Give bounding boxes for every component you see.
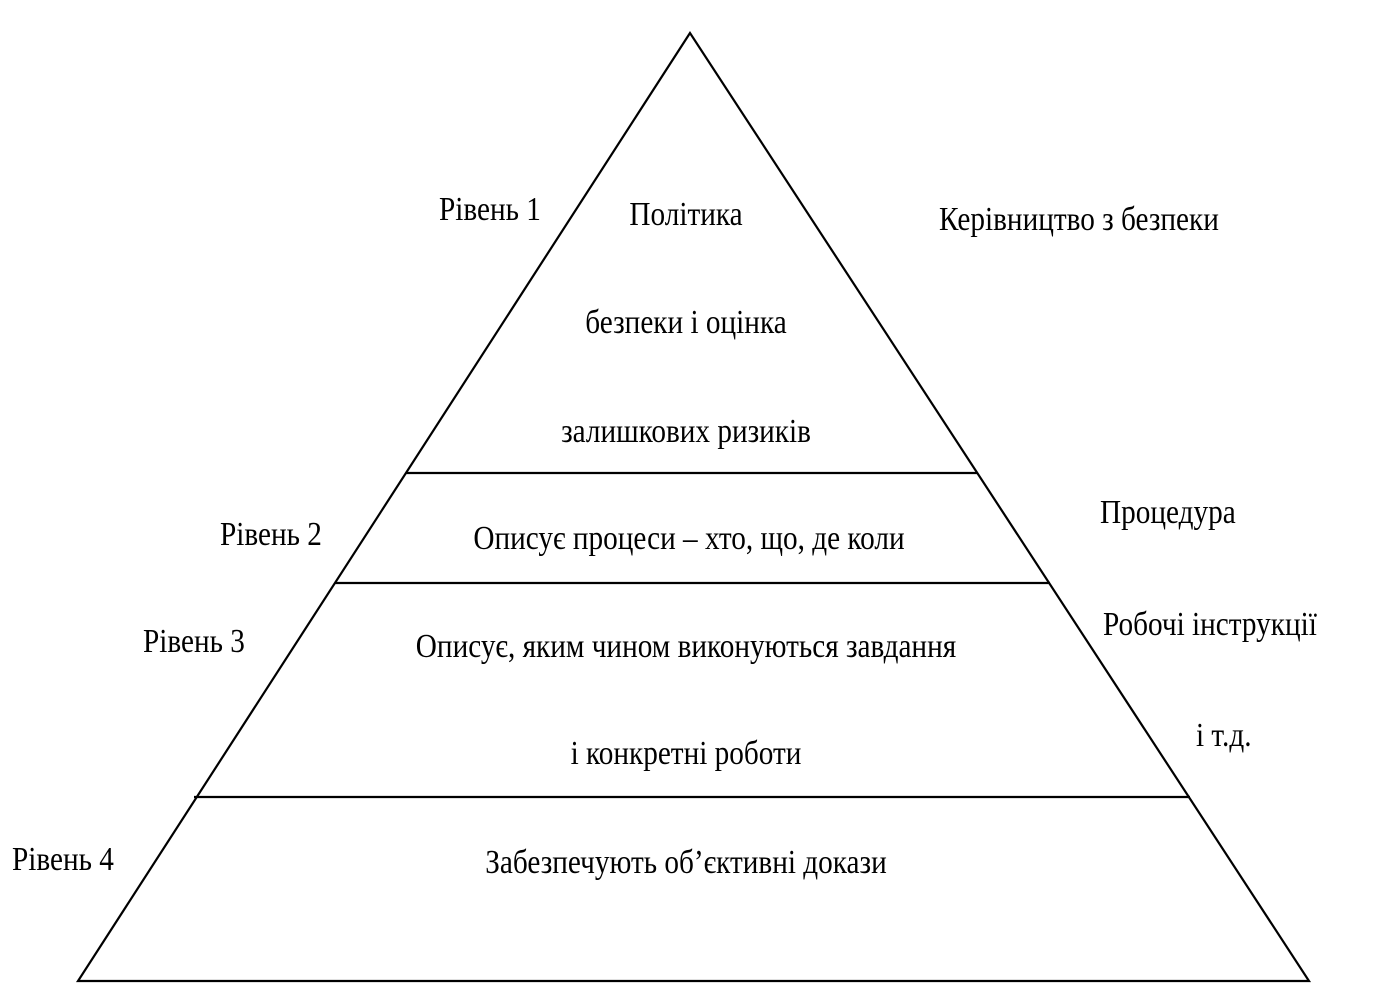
document-work-instructions: Робочі інструкції — [1103, 606, 1317, 643]
level-2-label: Рівень 2 — [220, 516, 322, 553]
document-procedure: Процедура — [1100, 494, 1236, 531]
document-security-manual: Керівництво з безпеки — [939, 201, 1219, 238]
tier-3-line-1: Описує, яким чином виконуються завдання — [415, 628, 957, 665]
tier-1-line-2: безпеки і оцінка — [585, 304, 787, 341]
tier-3-line-2: і конкретні роботи — [570, 735, 802, 772]
tier-1-line-1: Політика — [629, 196, 743, 233]
level-1-label: Рівень 1 — [439, 191, 541, 228]
tier-4-line-1: Забезпечують об’єктивні докази — [485, 844, 887, 881]
level-3-label: Рівень 3 — [143, 623, 245, 660]
tier-2-line-1: Описує процеси – хто, що, де коли — [473, 520, 905, 557]
level-4-label: Рівень 4 — [12, 841, 114, 878]
tier-1-line-3: залишкових ризиків — [561, 413, 811, 450]
document-etc: і т.д. — [1196, 717, 1252, 754]
pyramid-outline — [75, 30, 1312, 983]
